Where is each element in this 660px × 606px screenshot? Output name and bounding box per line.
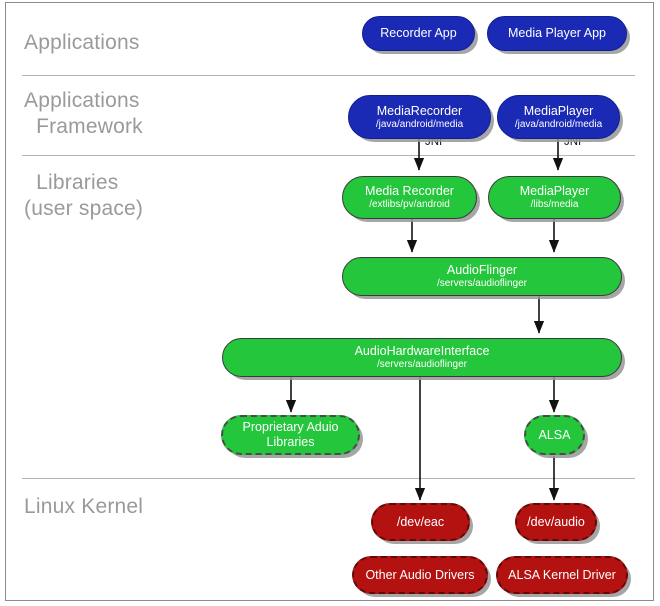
diagram-frame xyxy=(5,2,654,601)
layer-label-libraries: Libraries (user space) xyxy=(24,171,144,220)
divider-applications xyxy=(22,75,635,76)
node-title: Recorder App xyxy=(380,26,457,40)
edge-label-jni-right: JNI xyxy=(564,136,582,148)
node-media-player-app[interactable]: Media Player App xyxy=(487,16,627,51)
node-subtitle: /servers/audioflinger xyxy=(436,278,528,289)
layer-label-linux-kernel: Linux Kernel xyxy=(24,495,144,518)
node-alsa-kernel-driver[interactable]: ALSA Kernel Driver xyxy=(496,556,628,594)
node-mediaplayer-library[interactable]: MediaPlayer /libs/media xyxy=(488,176,621,219)
node-title: MediaRecorder xyxy=(376,103,463,118)
node-title: /dev/eac xyxy=(396,514,445,529)
node-title: Media Recorder xyxy=(365,184,454,198)
node-title: Media Player App xyxy=(508,26,606,40)
node-proprietary-audio-libraries[interactable]: Proprietary Aduio Libraries xyxy=(221,415,360,455)
layer-label-applications-framework: Applications Framework xyxy=(24,89,143,138)
node-title: /dev/audio xyxy=(527,514,585,529)
node-subtitle: /java/android/media xyxy=(514,118,603,130)
node-other-audio-drivers[interactable]: Other Audio Drivers xyxy=(352,556,488,594)
node-audioflinger[interactable]: AudioFlinger /servers/audioflinger xyxy=(342,257,622,296)
node-subtitle: /java/android/media xyxy=(375,118,464,130)
node-dev-audio[interactable]: /dev/audio xyxy=(515,503,597,541)
edge-label-jni-left: JNI xyxy=(425,136,443,148)
divider-applications-framework xyxy=(22,155,635,156)
node-audiohardwareinterface[interactable]: AudioHardwareInterface /servers/audiofli… xyxy=(222,338,622,377)
node-title: AudioFlinger xyxy=(446,263,518,277)
node-title: Other Audio Drivers xyxy=(365,567,475,582)
node-title: Proprietary Aduio xyxy=(242,420,339,434)
node-title: MediaPlayer xyxy=(519,184,590,198)
layer-label-applications: Applications xyxy=(24,31,140,54)
node-subtitle: /extlibs/pv/android xyxy=(369,199,450,210)
node-recorder-app[interactable]: Recorder App xyxy=(362,16,475,51)
divider-libraries xyxy=(22,478,635,479)
node-mediarecorder-framework[interactable]: MediaRecorder /java/android/media xyxy=(348,95,491,139)
node-alsa[interactable]: ALSA xyxy=(524,415,585,455)
node-mediaplayer-framework[interactable]: MediaPlayer /java/android/media xyxy=(497,95,620,139)
node-title: MediaPlayer xyxy=(523,103,594,118)
node-subtitle: Libraries xyxy=(266,435,315,449)
node-media-recorder-library[interactable]: Media Recorder /extlibs/pv/android xyxy=(342,176,477,219)
node-title: AudioHardwareInterface xyxy=(354,344,490,358)
node-title: ALSA Kernel Driver xyxy=(508,567,616,582)
node-title: ALSA xyxy=(538,427,571,442)
node-subtitle: /libs/media xyxy=(530,199,579,210)
node-dev-eac[interactable]: /dev/eac xyxy=(371,503,470,541)
node-subtitle: /servers/audioflinger xyxy=(376,359,468,370)
